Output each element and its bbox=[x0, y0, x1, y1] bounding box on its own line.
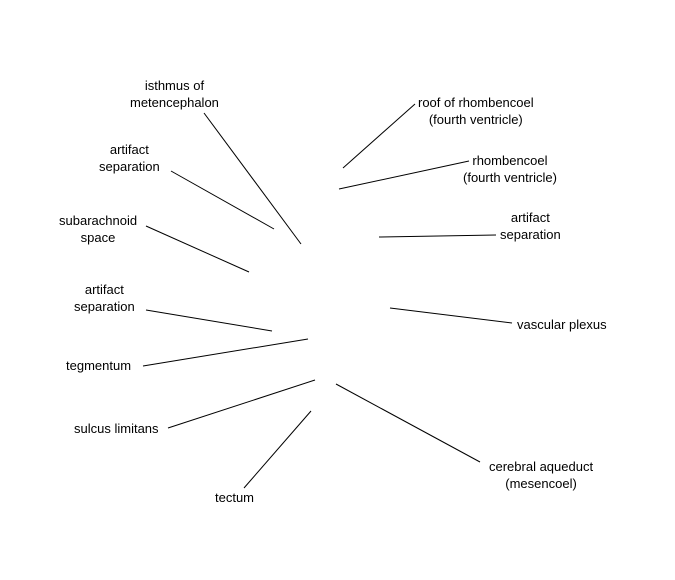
label-line: tegmentum bbox=[66, 358, 132, 373]
label-line: artifact bbox=[84, 282, 124, 297]
label-artifact-separation-left-lower: artifact separation bbox=[74, 281, 135, 315]
leader-line-vascular-plexus bbox=[389, 307, 513, 324]
label-line: (fourth ventricle) bbox=[463, 170, 557, 185]
label-roof-of-rhombencoel: roof of rhombencoel (fourth ventricle) bbox=[418, 94, 534, 128]
label-line: roof of rhombencoel bbox=[418, 95, 534, 110]
label-line: sulcus limitans bbox=[74, 421, 159, 436]
label-artifact-separation-right: artifact separation bbox=[500, 209, 561, 243]
leader-line-rhombencoel bbox=[338, 160, 470, 190]
leader-line-cerebral-aqueduct bbox=[335, 383, 481, 463]
leader-line-roof-rhombencoel bbox=[342, 103, 416, 169]
label-line: isthmus of bbox=[144, 78, 205, 93]
leader-line-artifact-left-upper bbox=[170, 170, 275, 230]
label-tectum: tectum bbox=[215, 489, 254, 506]
leader-line-sulcus-limitans bbox=[167, 379, 316, 429]
leader-line-tectum bbox=[243, 410, 312, 489]
label-tegmentum: tegmentum bbox=[66, 357, 131, 374]
label-line: space bbox=[80, 230, 116, 245]
label-cerebral-aqueduct: cerebral aqueduct (mesencoel) bbox=[489, 458, 593, 492]
label-subarachnoid-space: subarachnoid space bbox=[59, 212, 137, 246]
label-line: separation bbox=[99, 159, 160, 174]
label-line: tectum bbox=[215, 490, 255, 505]
label-isthmus-of-metencephalon: isthmus of metencephalon bbox=[130, 77, 219, 111]
label-line: artifact bbox=[510, 210, 550, 225]
label-line: cerebral aqueduct bbox=[489, 459, 594, 474]
label-line: (fourth ventricle) bbox=[428, 112, 523, 127]
label-line: separation bbox=[500, 227, 561, 242]
leader-line-subarachnoid bbox=[145, 225, 250, 273]
label-vascular-plexus: vascular plexus bbox=[517, 316, 607, 333]
label-line: metencephalon bbox=[130, 95, 219, 110]
label-sulcus-limitans: sulcus limitans bbox=[74, 420, 159, 437]
leader-line-tegmentum bbox=[142, 338, 309, 367]
label-line: (mesencoel) bbox=[505, 476, 577, 491]
leader-line-artifact-left-lower bbox=[145, 309, 273, 332]
label-line: subarachnoid bbox=[59, 213, 138, 228]
label-artifact-separation-left-upper: artifact separation bbox=[99, 141, 160, 175]
label-line: artifact bbox=[109, 142, 149, 157]
label-line: separation bbox=[74, 299, 135, 314]
leader-line-isthmus bbox=[203, 112, 302, 245]
label-line: vascular plexus bbox=[517, 317, 607, 332]
label-line: rhombencoel bbox=[472, 153, 548, 168]
leader-line-artifact-right bbox=[378, 234, 497, 238]
label-rhombencoel: rhombencoel (fourth ventricle) bbox=[463, 152, 557, 186]
